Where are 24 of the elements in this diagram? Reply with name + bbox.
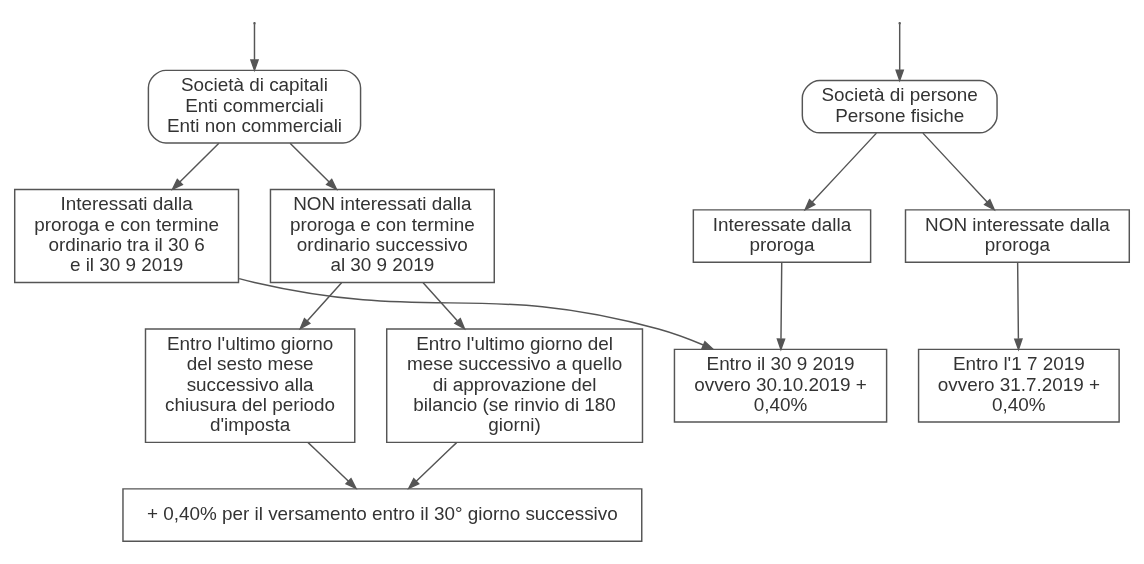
node-box: + 0,40% per il versamento entro il 30° giorno successivo (122, 488, 643, 542)
node-box: Entro l'ultimo giorno del mese successivo a quello di approvazione del bilancio (se rinvio di 180 giorni) (386, 328, 644, 444)
node-box: NON interessate dalla proroga (904, 209, 1130, 263)
arrow (407, 441, 458, 490)
node-box: Entro il 30 9 2019 ovvero 30.10.2019 + 0,40% (673, 348, 888, 423)
arrow (289, 142, 338, 191)
arrow (803, 132, 878, 212)
node-box: Entro l'1 7 2019 ovvero 31.7.2019 + 0,40% (917, 348, 1120, 423)
arrow (1013, 261, 1023, 352)
arrow (922, 132, 996, 212)
arrow (249, 23, 260, 73)
arrow (307, 441, 358, 490)
node-box: NON interessati dalla proroga e con termine ordinario successivo al 30 9 2019 (269, 188, 495, 284)
arrow (298, 282, 343, 331)
node-box: Interessati dalla proroga e con termine ordinario tra il 30 6 e il 30 9 2019 (14, 188, 240, 284)
arrow (171, 142, 220, 191)
arrow (776, 261, 786, 352)
arrow (422, 282, 466, 331)
node-box: Società di persone Persone fisiche (801, 79, 998, 134)
node-box: Entro l'ultimo giorno del sesto mese successivo alla chiusura del periodo d'imposta (144, 328, 356, 444)
arrow (238, 277, 715, 351)
node-box: Interessate dalla proroga (692, 209, 872, 263)
arrow (895, 23, 905, 83)
node-box: Società di capitali Enti commerciali Enti non commerciali (147, 69, 362, 144)
